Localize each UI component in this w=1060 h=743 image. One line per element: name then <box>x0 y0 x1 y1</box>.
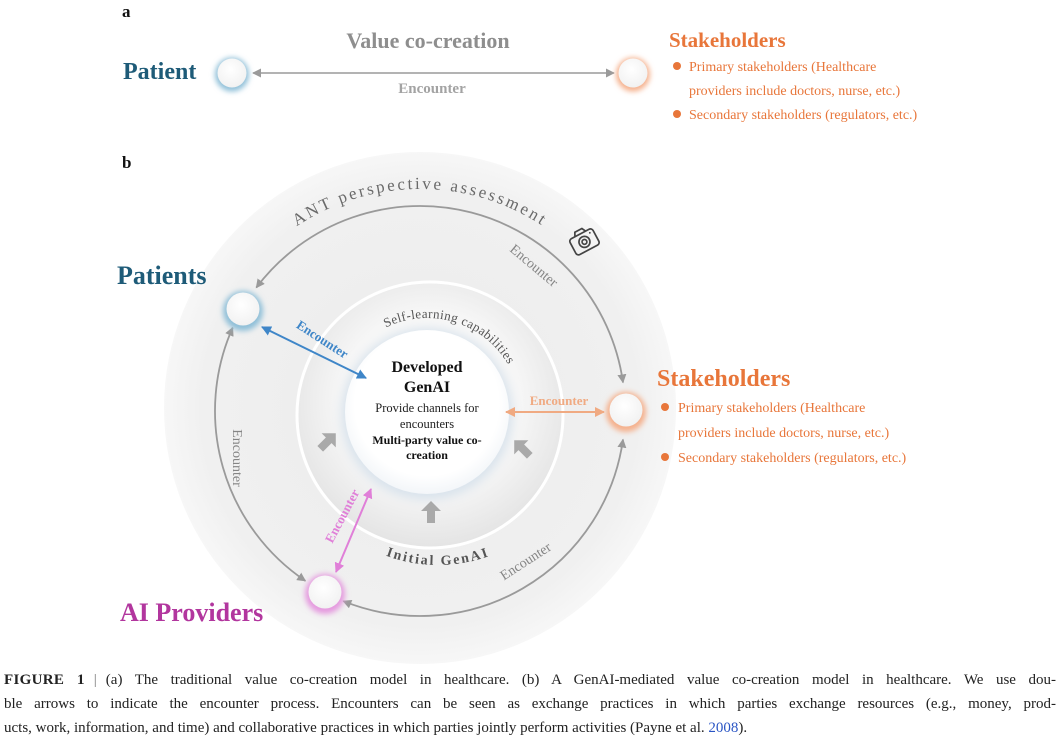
core-bold-line-2: creation <box>406 448 448 462</box>
panel-b: b ANT perspective assessment Encounter E… <box>117 152 907 664</box>
core-text-line-1: Provide channels for <box>375 401 479 415</box>
encounter-arrow-patients-genai <box>261 326 367 379</box>
stakeholders-label: Stakeholders <box>657 366 790 392</box>
patient-label: Patient <box>123 59 196 85</box>
stakeholders-label: Stakeholders <box>669 28 786 52</box>
growth-arrow-right-icon <box>514 440 533 459</box>
figure-label: FIGURE 1 <box>4 672 85 688</box>
caption-text-3-end: ). <box>738 720 748 736</box>
figure-diagram: a Value co-creation Patient Encounter St… <box>117 2 918 664</box>
ai-providers-label: AI Providers <box>120 598 263 627</box>
caption-line-2: ble arrows to indicate the encounter pro… <box>4 692 1056 716</box>
bullet-primary-line-1: Primary stakeholders (Healthcare <box>678 401 865 416</box>
bullet-dot <box>661 403 669 411</box>
encounter-label-stakeholders-genai: Encounter <box>530 393 589 408</box>
caption-text-3: ucts, work, information, and time) and c… <box>4 720 705 736</box>
core-title-line-1: Developed <box>391 359 462 376</box>
caption-line-3: ucts, work, information, and time) and c… <box>4 716 1056 740</box>
bullet-primary-line-2: providers include doctors, nurse, etc.) <box>678 426 889 441</box>
bullet-secondary: Secondary stakeholders (regulators, etc.… <box>678 451 907 466</box>
bullet-dot <box>673 110 681 118</box>
value-cocreation-title: Value co-creation <box>346 28 509 53</box>
core-bold-line-1: Multi-party value co- <box>372 433 481 447</box>
figure-caption: FIGURE 1 | (a) The traditional value co-cr… <box>4 668 1056 740</box>
encounter-arc-stakeholders-ai-providers <box>342 438 627 617</box>
encounter-label: Encounter <box>398 81 466 97</box>
panel-a-label: a <box>122 2 131 21</box>
caption-separator: | <box>93 672 97 688</box>
encounter-arc-patients-stakeholders <box>255 205 627 384</box>
panel-b-label: b <box>122 153 131 172</box>
caption-text-2: ble arrows to indicate the encounter pro… <box>4 696 1056 712</box>
patients-label: Patients <box>117 261 207 290</box>
bullet-primary-line-1: Primary stakeholders (Healthcare <box>689 60 876 75</box>
encounter-arrow-ai-providers-genai <box>334 488 373 573</box>
stakeholder-node <box>616 57 650 92</box>
bullet-dot <box>661 453 669 461</box>
ai-providers-node <box>305 574 345 614</box>
growth-arrow-left-icon <box>317 433 336 452</box>
caption-text-1: (a) The traditional value co-creation mo… <box>105 672 1056 688</box>
citation-link[interactable]: 2008 <box>708 720 739 736</box>
panel-a: a Value co-creation Patient Encounter St… <box>122 2 918 123</box>
core-text-line-2: encounters <box>400 417 454 431</box>
patients-node <box>223 291 263 331</box>
stakeholders-node <box>606 392 646 432</box>
core-title-line-2: GenAI <box>404 379 450 396</box>
bullet-primary-line-2: providers include doctors, nurse, etc.) <box>689 84 900 99</box>
patient-node <box>215 57 249 92</box>
caption-line-1: FIGURE 1 | (a) The traditional value co-cr… <box>4 668 1056 692</box>
developed-genai-core <box>341 328 513 500</box>
growth-arrow-bottom-icon <box>421 501 441 523</box>
encounter-arc-ai-providers-patients <box>214 326 307 582</box>
bullet-dot <box>673 62 681 70</box>
encounter-label-ai-providers-patients: Encounter <box>229 429 244 487</box>
bullet-secondary: Secondary stakeholders (regulators, etc.… <box>689 108 918 123</box>
camera-icon <box>568 227 600 256</box>
